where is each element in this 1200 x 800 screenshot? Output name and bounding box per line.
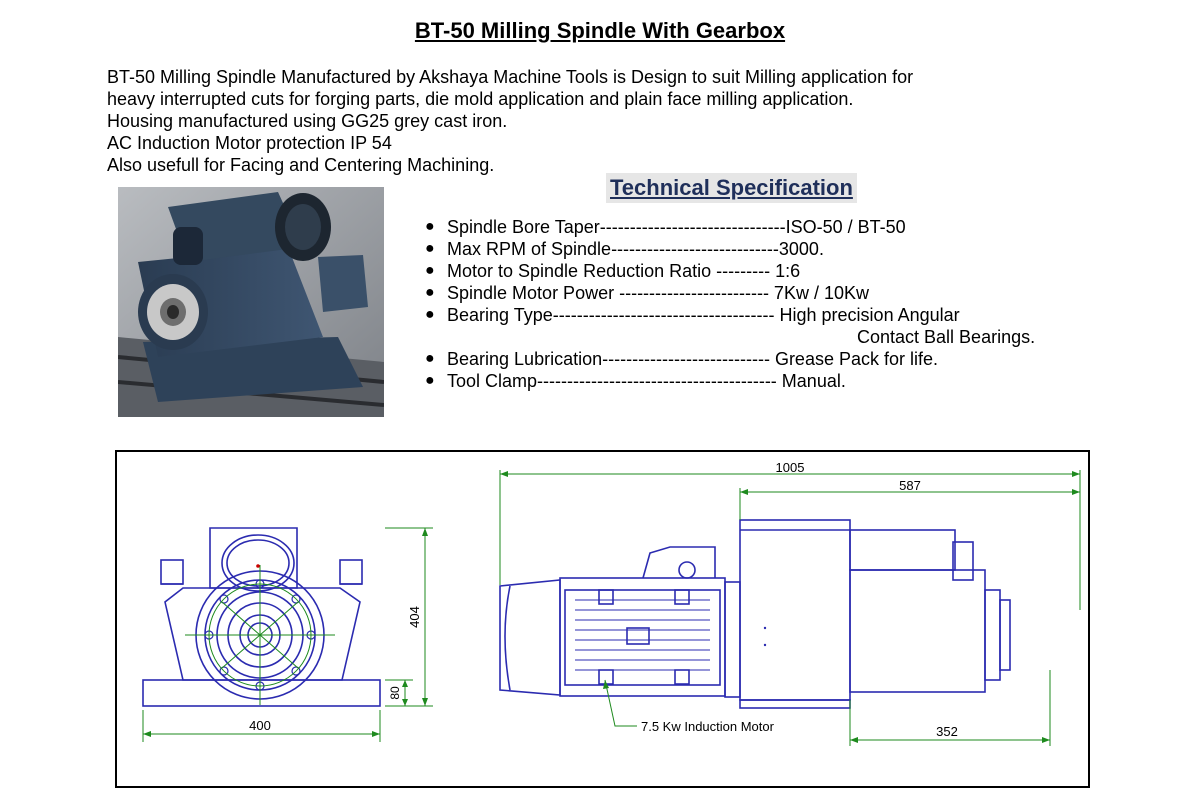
spec-item-text: Max RPM of Spindle----------------------… (447, 239, 824, 259)
technical-drawing: 400 404 80 (115, 450, 1090, 788)
bullet-icon: ● (425, 262, 435, 279)
spec-item: ● Tool Clamp-----------------------------… (425, 370, 1125, 392)
dimension-label-upper-length: 587 (899, 478, 921, 493)
dimension-label-total-length: 1005 (776, 460, 805, 475)
dimension-label-base-height: 80 (388, 686, 402, 700)
spec-item: ● Spindle Motor Power -------------------… (425, 282, 1125, 304)
description-line: Housing manufactured using GG25 grey cas… (107, 111, 508, 131)
description-line: BT-50 Milling Spindle Manufactured by Ak… (107, 67, 914, 87)
center-mark (256, 564, 260, 568)
spec-item-text: Spindle Motor Power --------------------… (447, 283, 869, 303)
side-view (499, 519, 1011, 709)
dimension-label-lower-length: 352 (936, 724, 958, 739)
description: BT-50 Milling Spindle Manufactured by Ak… (107, 66, 1147, 176)
page-title: BT-50 Milling Spindle With Gearbox (414, 18, 786, 43)
side-view-marks (763, 626, 767, 647)
spec-item: ● Spindle Bore Taper---------------------… (425, 216, 1125, 238)
dimension-label-front-width: 400 (249, 718, 271, 733)
dimension-label-front-height: 404 (407, 606, 422, 628)
bullet-icon: ● (425, 240, 435, 257)
spec-item: ● Motor to Spindle Reduction Ratio ------… (425, 260, 1125, 282)
spec-item: ● Max RPM of Spindle---------------------… (425, 238, 1125, 260)
spec-item-text: Tool Clamp------------------------------… (447, 371, 846, 391)
bullet-icon: ● (425, 284, 435, 301)
spec-section-title: Technical Specification (606, 173, 857, 203)
bullet-icon: ● (425, 350, 435, 367)
spec-item-continuation: Contact Ball Bearings. (425, 326, 1125, 348)
spec-list: ● Spindle Bore Taper---------------------… (425, 216, 1125, 392)
spec-item-text: Contact Ball Bearings. (857, 327, 1036, 347)
spindle-photo (118, 187, 384, 417)
bullet-icon: ● (425, 372, 435, 389)
spec-item-text: Spindle Bore Taper----------------------… (447, 217, 906, 237)
spec-item-text: Bearing Type----------------------------… (447, 305, 960, 325)
description-line: AC Induction Motor protection IP 54 (107, 133, 392, 153)
description-line: Also usefull for Facing and Centering Ma… (107, 155, 495, 175)
front-centerlines (185, 565, 335, 705)
side-dimensions (499, 470, 1081, 746)
spec-item-text: Motor to Spindle Reduction Ratio -------… (447, 261, 801, 281)
description-line: heavy interrupted cuts for forging parts… (107, 89, 854, 109)
bullet-icon: ● (425, 218, 435, 235)
motor-callout-label: 7.5 Kw Induction Motor (641, 719, 775, 734)
spec-item-text: Bearing Lubrication---------------------… (447, 349, 939, 369)
front-dimensions (142, 527, 433, 742)
spec-item: ● Bearing Type---------------------------… (425, 304, 1125, 326)
bullet-icon: ● (425, 306, 435, 323)
spec-item: ● Bearing Lubrication--------------------… (425, 348, 1125, 370)
